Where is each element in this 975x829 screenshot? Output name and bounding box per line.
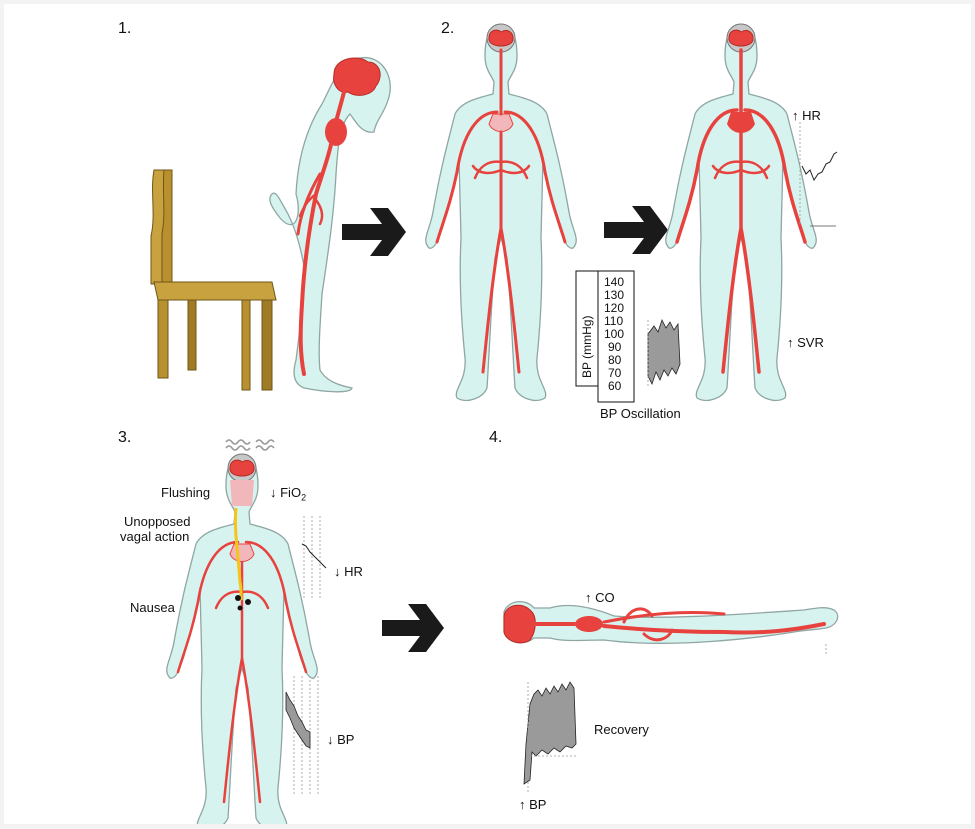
brain-icon: [333, 57, 381, 96]
bp-tick: 100: [604, 327, 625, 341]
panel-1-number: 1.: [118, 20, 132, 37]
recovery-label: Recovery: [594, 722, 649, 737]
panel-4-number: 4.: [489, 429, 503, 446]
arrow-right-icon: [604, 206, 668, 254]
standing-person-4: [166, 453, 318, 824]
hr-down-trace: [301, 516, 327, 600]
heart-icon: [488, 113, 514, 132]
bp-up-label: ↑ BP: [519, 797, 547, 812]
brain-icon: [229, 459, 255, 477]
arrow-right-icon: [382, 604, 444, 652]
brain-icon: [503, 604, 536, 644]
svr-up-label: ↑ SVR: [787, 335, 824, 350]
bp-tick: 90: [608, 340, 622, 354]
bp-down-label: ↓ BP: [327, 732, 355, 747]
heart-icon: [575, 616, 603, 632]
bp-oscillation-label: BP Oscillation: [600, 406, 681, 421]
flushing-label: Flushing: [161, 485, 211, 500]
spring-icon: [225, 439, 275, 451]
vagus-nerve: [233, 507, 244, 601]
brain-icon: [728, 29, 754, 47]
arrow-right-icon: [342, 208, 406, 256]
panel-2-number: 2.: [441, 20, 455, 37]
co-up-label: ↑ CO: [585, 590, 615, 605]
heart-icon: [325, 118, 347, 146]
unopposed-label-line2: vagal action: [120, 529, 190, 544]
bp-down-trace: [285, 676, 319, 794]
heart-icon: [727, 112, 755, 133]
recovery-trace: [523, 681, 578, 794]
bp-scale-box: [575, 270, 681, 403]
hr-trace: [799, 122, 838, 227]
bending-person: [269, 57, 391, 393]
unopposed-label-line1: Unopposed: [124, 514, 191, 529]
bp-axis-label: BP (mmHg): [580, 315, 594, 378]
nausea-label: Nausea: [130, 600, 175, 615]
heart-icon: [229, 543, 255, 562]
diagram-stage: 1. 2. 3. 4. ↑ HR ↑ SVR BP (mmHg) 140 130…: [4, 4, 971, 824]
bp-tick: 80: [608, 353, 622, 367]
fio2-label: ↓ FiO2: [270, 485, 307, 503]
standing-person-3: [665, 23, 817, 402]
bp-tick: 110: [604, 314, 624, 328]
brain-icon: [488, 29, 514, 47]
bp-tick: 140: [604, 275, 625, 289]
standing-person-2: [425, 23, 577, 402]
hr-up-label: ↑ HR: [792, 108, 821, 123]
bp-tick: 60: [608, 379, 622, 393]
bp-tick: 70: [608, 366, 622, 380]
diagram-artwork: [150, 23, 839, 824]
bp-tick: 120: [604, 301, 625, 315]
chair-icon: [150, 169, 277, 391]
hr-down-label: ↓ HR: [334, 564, 363, 579]
panel-3-number: 3.: [118, 429, 132, 446]
bp-tick: 130: [604, 288, 625, 302]
lying-person: [503, 601, 839, 654]
